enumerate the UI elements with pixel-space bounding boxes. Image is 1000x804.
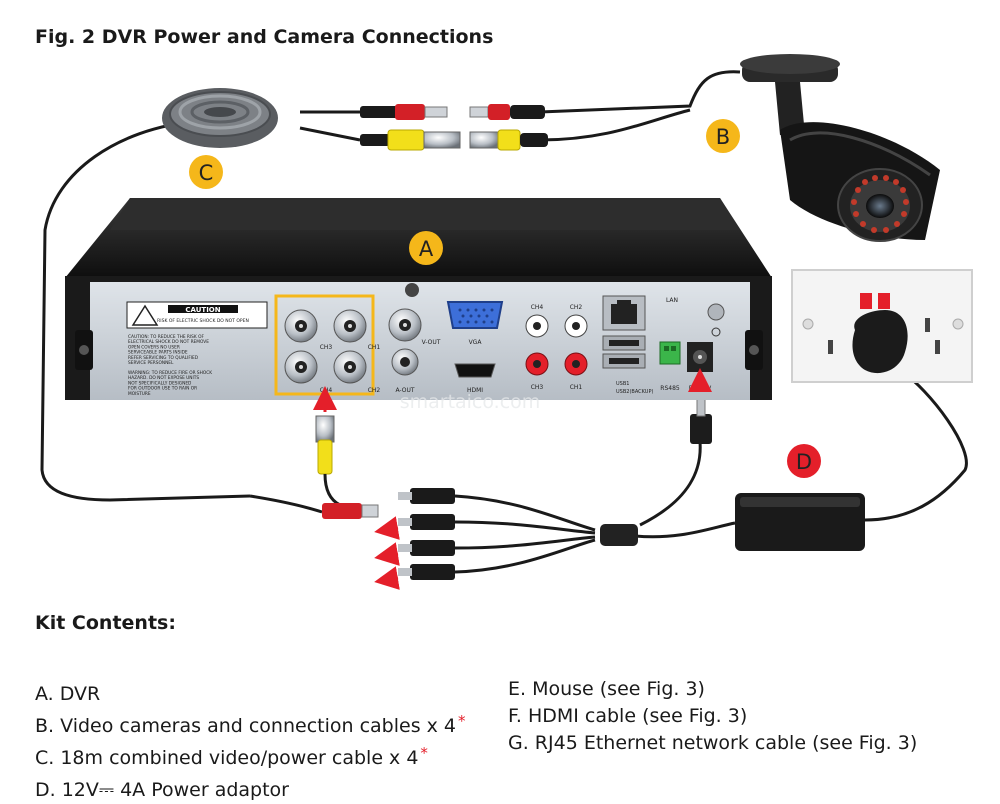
warning-text: WARNING: TO REDUCE FIRE OR SHOCKHAZARD. … [128, 370, 212, 397]
callout-b-letter: B [716, 125, 730, 149]
callout-c-letter: C [199, 161, 214, 185]
callout-c: C [189, 155, 223, 189]
vga-label: VGA [469, 339, 483, 346]
audio-ch2-label: CH2 [570, 304, 583, 311]
caution-heading: CAUTION [185, 306, 220, 314]
usb1-label: USB1 [616, 381, 629, 387]
callout-a: A [409, 231, 443, 265]
ch4-label: CH4 [320, 387, 333, 394]
dvr-unit: CAUTION RISK OF ELECTRIC SHOCK DO NOT OP… [65, 198, 772, 400]
audio-ch1-label: CH1 [570, 384, 583, 391]
kit-item-text: D. 12V⎓ 4A Power adaptor [35, 779, 289, 801]
kit-item: C. 18m combined video/power cable x 4* [35, 740, 466, 772]
usb2-label: USB2(BACKUP) [616, 389, 653, 395]
kit-contents-title: Kit Contents: [35, 612, 176, 634]
wall-socket [791, 269, 973, 383]
caution-text-line: CAUTION: TO REDUCE THE RISK OF [128, 334, 204, 340]
warning-text-line: FOR OUTDOOR USE TO RAIN OR [128, 386, 197, 392]
kit-item-text: C. 18m combined video/power cable x 4 [35, 747, 419, 769]
callout-b: B [706, 119, 740, 153]
watermark: smartaico.com [400, 391, 541, 413]
v-out-label: V-OUT [422, 339, 441, 346]
callout-d: D [787, 444, 821, 478]
caution-text-line: SERVICE PERSONNEL [128, 360, 174, 366]
callout-a-letter: A [419, 237, 434, 261]
kit-list-right: E. Mouse (see Fig. 3) F. HDMI cable (see… [508, 676, 917, 757]
caution-text: CAUTION: TO REDUCE THE RISK OFELECTRICAL… [128, 334, 209, 366]
a-out-label: A-OUT [395, 387, 414, 394]
combined-cable [40, 120, 323, 514]
warning-text-line: MOISTURE [128, 391, 151, 397]
rs485-label: RS485 [660, 385, 680, 392]
callout-d-letter: D [796, 450, 812, 474]
bullet-camera [740, 54, 940, 242]
rca-audio-ports [525, 314, 588, 376]
caution-text-line: ELECTRICAL SHOCK DO NOT REMOVE [128, 339, 209, 345]
kit-list-left: A. DVR B. Video cameras and connection c… [35, 676, 466, 804]
kit-item: G. RJ45 Ethernet network cable (see Fig.… [508, 732, 918, 754]
kit-item-star: * [420, 744, 428, 762]
connection-diagram: CAUTION RISK OF ELECTRIC SHOCK DO NOT OP… [40, 54, 973, 590]
warning-text-line: WARNING: TO REDUCE FIRE OR SHOCK [128, 370, 212, 376]
kit-item-star: * [458, 712, 466, 730]
caution-text-line: SERVICEABLE PARTS INSIDE [128, 350, 188, 356]
caution-text-line: REFER SERVICING TO QUALIFIED [128, 355, 199, 361]
lan-label: LAN [666, 297, 678, 304]
kit-item-text: A. DVR [35, 683, 101, 705]
kit-item: B. Video cameras and connection cables x… [35, 708, 466, 740]
warning-text-line: NOT SPECIFICALLY DESIGNED [128, 380, 192, 386]
kit-item-text: B. Video cameras and connection cables x… [35, 715, 457, 737]
hdmi-label: HDMI [467, 387, 483, 394]
bnc-plug [315, 415, 341, 507]
caution-subheading: RISK OF ELECTRIC SHOCK DO NOT OPEN [157, 318, 249, 324]
red-arrows [313, 368, 712, 590]
camera-cable [299, 70, 741, 142]
cable-connectors-top [360, 104, 548, 151]
cable-coil [162, 88, 278, 148]
audio-ch3-label: CH3 [531, 384, 544, 391]
caution-text-line: OPEN COVERS NO USER [128, 344, 180, 350]
dc-plugs [322, 488, 455, 580]
power-splitter-cables [454, 368, 968, 574]
ch2-label: CH2 [368, 387, 381, 394]
power-adaptor [600, 391, 865, 551]
ch3-label: CH3 [320, 344, 333, 351]
warning-text-line: HAZARD. DO NOT EXPOSE UNITS [128, 375, 199, 381]
audio-ch4-label: CH4 [531, 304, 544, 311]
kit-item: F. HDMI cable (see Fig. 3) [508, 705, 748, 727]
kit-item: A. DVR [35, 676, 466, 708]
kit-item: E. Mouse (see Fig. 3) [508, 678, 705, 700]
bnc-ports [284, 308, 422, 384]
ch1-label: CH1 [368, 344, 381, 351]
figure-title: Fig. 2 DVR Power and Camera Connections [35, 26, 494, 48]
kit-item: D. 12V⎓ 4A Power adaptor [35, 772, 466, 804]
